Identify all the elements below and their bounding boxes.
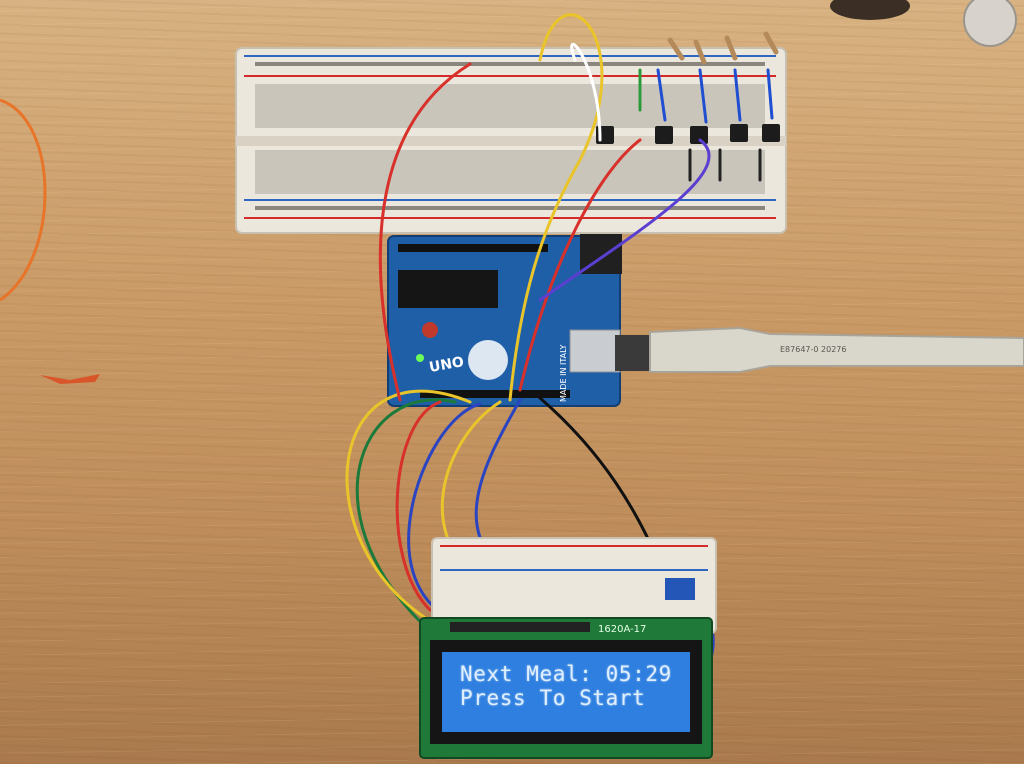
usb-cable-print: E87647-0 20276 (780, 345, 846, 354)
usb-port (569, 329, 621, 373)
lcd-line-1: Next Meal: 05:29 (460, 662, 672, 686)
top-breadboard (235, 47, 787, 234)
lcd-line-2: Press To Start (460, 686, 646, 710)
resistors (667, 31, 779, 65)
made-in-italy-label: MADE IN ITALY (559, 344, 568, 402)
uno-label: UNO (428, 354, 465, 376)
reset-button (422, 322, 438, 338)
arduino-logo (468, 340, 508, 380)
arduino-board (387, 234, 622, 407)
lower-breadboard (431, 537, 717, 634)
atmega-chip (398, 270, 498, 308)
wire-scrap (40, 374, 100, 384)
lcd-module (419, 617, 713, 759)
orange-wire-left (0, 98, 47, 302)
thumb-screw (963, 0, 1017, 47)
dark-object (830, 0, 910, 20)
power-led (416, 354, 424, 362)
lcd-model-label: 1620A-17 (598, 624, 646, 635)
breadboard-holes (255, 62, 765, 210)
lcd-screen (442, 652, 690, 732)
potentiometer (665, 578, 695, 600)
usb-cable (615, 326, 1024, 373)
